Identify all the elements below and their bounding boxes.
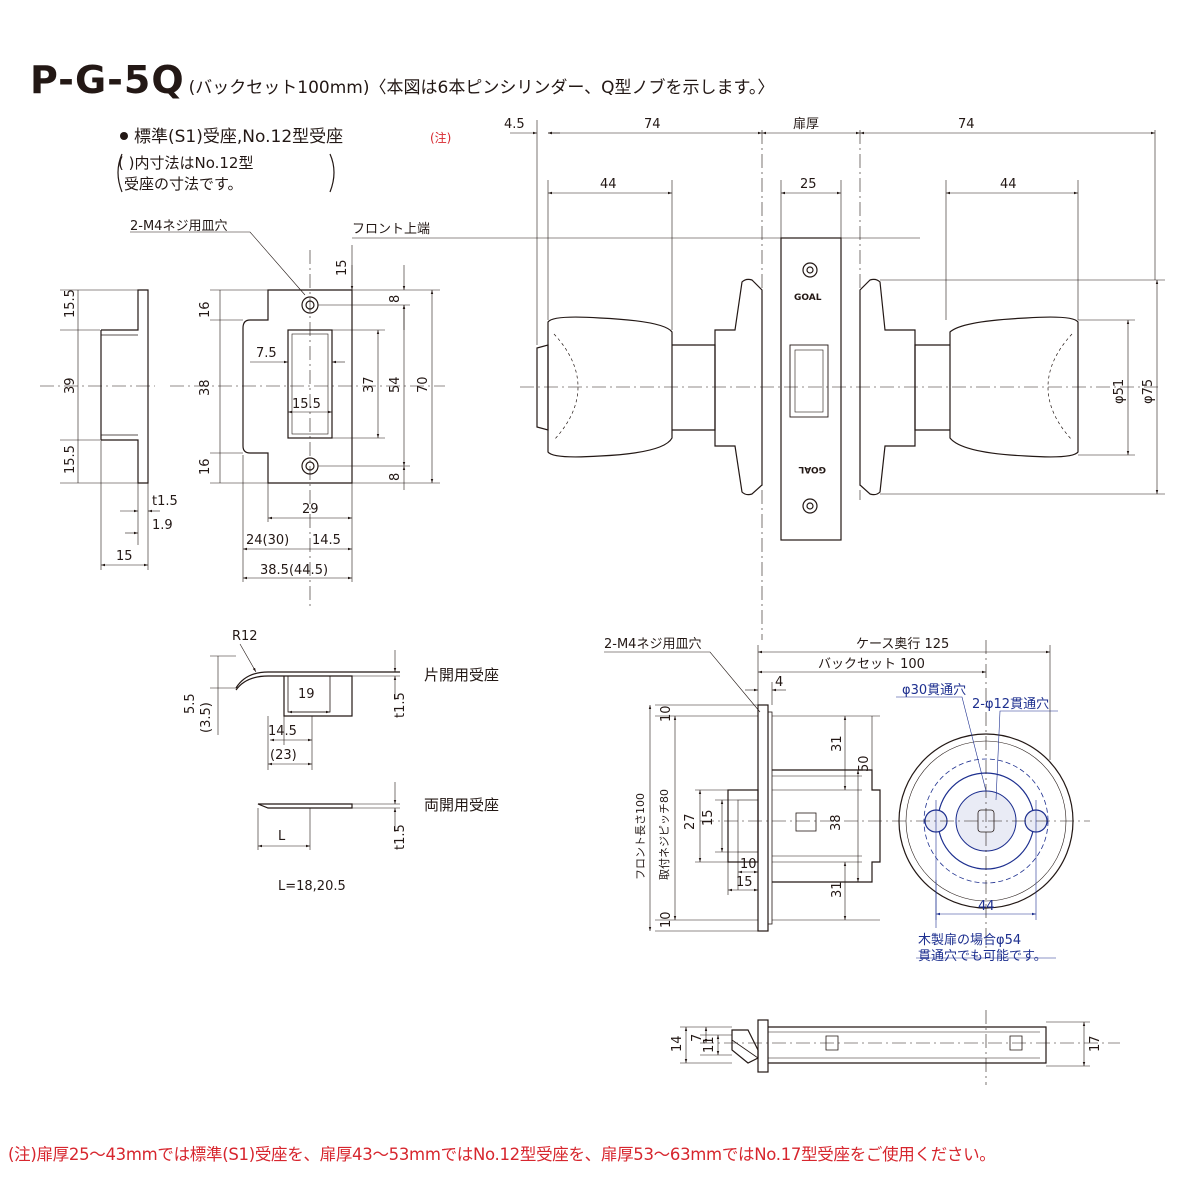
svg-text:38.5(44.5): 38.5(44.5): [260, 563, 328, 578]
svg-text:70: 70: [416, 376, 431, 393]
svg-text:25: 25: [800, 177, 817, 192]
svg-text:φ75: φ75: [1141, 379, 1156, 404]
label-wood-note-2: 貫通穴でも可能です。: [918, 949, 1047, 964]
latch-dimensions: 2-M4ネジ用皿穴 ケース奥行 125 バックセット 100 4 φ30貫通穴 …: [604, 637, 1049, 964]
svg-text:7: 7: [690, 1034, 705, 1042]
svg-text:15: 15: [335, 259, 350, 276]
svg-text:54: 54: [388, 376, 403, 393]
svg-text:8: 8: [388, 295, 403, 303]
svg-text:R12: R12: [232, 629, 258, 644]
svg-text:29: 29: [302, 502, 319, 517]
latch-view: [604, 640, 1090, 959]
svg-text:14: 14: [670, 1035, 685, 1052]
goal-logo-top: GOAL: [794, 293, 822, 303]
svg-text:8: 8: [388, 473, 403, 481]
svg-text:4: 4: [775, 675, 783, 690]
label-hole-30: φ30貫通穴: [902, 683, 966, 698]
strike-face-dimensions: 16 38 16 7.5 15.5 37 54 70 8 8 15 29 24(…: [130, 219, 431, 578]
svg-text:L: L: [278, 829, 286, 844]
strike-side-view: [40, 289, 160, 570]
svg-text:10: 10: [740, 857, 757, 872]
svg-text:(23): (23): [270, 748, 297, 763]
svg-text:15.5: 15.5: [63, 289, 78, 318]
svg-text:t1.5: t1.5: [393, 692, 408, 718]
svg-text:16: 16: [198, 301, 213, 318]
model-code: P-G-5Q: [30, 58, 185, 102]
label-single-strike: 片開用受座: [424, 666, 499, 684]
knob-dimensions: 4.5 74 扉厚 74 44 25 44 φ51 φ75 GOAL GOAL: [504, 116, 1156, 474]
svg-text:44: 44: [978, 899, 995, 914]
strike-profile-dimensions: R12 19 5.5 (3.5) 14.5 (23) t1.5 L t1.5 片…: [183, 629, 499, 894]
strike-note: 標準(S1)受座,No.12型受座 (注) ( )内寸法はNo.12型 受座の寸…: [117, 127, 451, 193]
svg-text:15: 15: [116, 549, 133, 564]
model-subtitle: (バックセット100mm)〈本図は6本ピンシリンダー、Q型ノブを示します。〉: [188, 78, 775, 98]
svg-text:t1.5: t1.5: [152, 494, 178, 509]
svg-text:74: 74: [644, 117, 661, 132]
knob-assembly-view: [510, 120, 1165, 640]
strike-note-mark: (注): [430, 130, 451, 145]
latch-side-view: [680, 1010, 1120, 1085]
svg-text:27: 27: [683, 813, 698, 830]
drawing-title: P-G-5Q(バックセット100mm)〈本図は6本ピンシリンダー、Q型ノブを示し…: [30, 58, 774, 102]
svg-text:15: 15: [701, 809, 716, 826]
usage-footnote: (注)扉厚25〜43mmでは標準(S1)受座を、扉厚43〜53mmではNo.12…: [8, 1145, 996, 1164]
strike-side-dimensions: 15.5 39 15.5 t1.5 1.9 15: [63, 289, 178, 564]
label-screw-hole: 2-M4ネジ用皿穴: [130, 219, 227, 234]
svg-text:44: 44: [1000, 177, 1017, 192]
label-mount-pitch: 取付ネジピッチ80: [658, 789, 671, 880]
svg-text:39: 39: [63, 377, 78, 394]
svg-text:t1.5: t1.5: [393, 824, 408, 850]
label-screw-hole-latch: 2-M4ネジ用皿穴: [604, 637, 701, 652]
svg-text:5.5: 5.5: [183, 693, 198, 714]
svg-text:31: 31: [830, 881, 845, 898]
svg-text:4.5: 4.5: [504, 117, 525, 132]
svg-text:50: 50: [857, 755, 872, 772]
svg-text:11: 11: [702, 1036, 717, 1053]
svg-text:38: 38: [829, 814, 844, 831]
bullet-icon: [120, 132, 128, 140]
svg-text:24(30): 24(30): [246, 533, 289, 548]
svg-text:17: 17: [1088, 1035, 1103, 1052]
label-wood-note-1: 木製扉の場合φ54: [918, 932, 1021, 948]
strike-face-view: [130, 231, 920, 610]
svg-text:44: 44: [600, 177, 617, 192]
label-backset: バックセット 100: [818, 657, 925, 672]
svg-text:38: 38: [198, 379, 213, 396]
svg-text:15: 15: [736, 875, 753, 890]
strike-note-paren-2: 受座の寸法です。: [124, 175, 243, 193]
svg-text:15.5: 15.5: [63, 445, 78, 474]
svg-text:14.5: 14.5: [268, 724, 297, 739]
svg-text:1.9: 1.9: [152, 518, 173, 533]
svg-text:37: 37: [362, 376, 377, 393]
svg-text:7.5: 7.5: [256, 346, 277, 361]
strike-profile-view: [210, 643, 400, 850]
svg-text:10: 10: [659, 911, 674, 928]
latch-side-dimensions: 7 14 11 17: [670, 1034, 1103, 1053]
label-l-values: L=18,20.5: [278, 879, 346, 894]
svg-text:φ51: φ51: [1112, 379, 1127, 404]
goal-logo-bottom: GOAL: [798, 464, 826, 474]
svg-text:74: 74: [958, 117, 975, 132]
label-case-depth: ケース奥行 125: [856, 637, 949, 652]
label-front-top: フロント上端: [352, 222, 430, 237]
svg-text:14.5: 14.5: [312, 533, 341, 548]
svg-text:31: 31: [830, 735, 845, 752]
svg-text:15.5: 15.5: [292, 397, 321, 412]
svg-text:(3.5): (3.5): [199, 702, 214, 733]
label-door-thickness: 扉厚: [793, 116, 819, 132]
svg-text:19: 19: [298, 687, 315, 702]
strike-note-paren-1: ( )内寸法はNo.12型: [118, 154, 253, 172]
label-double-strike: 両開用受座: [424, 796, 499, 814]
strike-note-main: 標準(S1)受座,No.12型受座: [134, 127, 343, 147]
label-front-length: フロント長さ100: [634, 793, 647, 880]
label-hole-12: 2-φ12貫通穴: [972, 697, 1049, 712]
svg-text:10: 10: [659, 705, 674, 722]
svg-text:16: 16: [198, 458, 213, 475]
